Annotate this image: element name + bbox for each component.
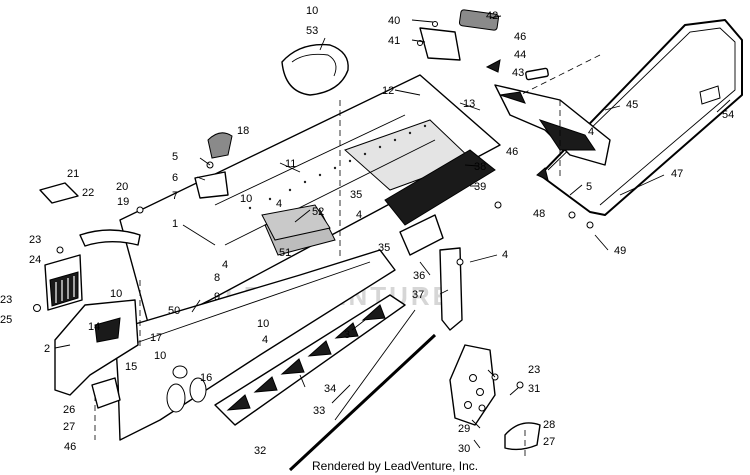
callout-label: 16	[200, 372, 212, 384]
arrow-marker	[536, 167, 549, 181]
callout-label: 20	[116, 181, 128, 193]
callout-label: 10	[306, 5, 318, 17]
callout-label: 23	[528, 364, 540, 376]
callout-label: 4	[356, 209, 362, 221]
front-bracket	[54, 299, 139, 396]
callout-label: 4	[588, 126, 594, 138]
callout-label: 47	[671, 168, 683, 180]
callout-label: 17	[150, 332, 162, 344]
callout-label: 5	[172, 151, 178, 163]
frame-rivets	[248, 124, 427, 210]
callout-label: 45	[626, 99, 638, 111]
callout-label: 4	[276, 198, 282, 210]
callout-label: 13	[463, 98, 475, 110]
rack-bracket	[419, 9, 500, 61]
fasteners	[33, 21, 594, 389]
callout-label: 52	[312, 206, 324, 218]
callout-label: 10	[257, 318, 269, 330]
callout-label: 29	[458, 423, 470, 435]
callout-label: 23	[0, 294, 12, 306]
lower-bars	[288, 309, 437, 472]
callout-label: 14	[88, 321, 100, 333]
callout-label: 54	[722, 109, 734, 121]
callout-label: 9	[214, 291, 220, 303]
callout-label: 23	[29, 234, 41, 246]
callout-label: 42	[486, 10, 498, 22]
callout-label: 44	[514, 49, 526, 61]
callout-label: 40	[388, 15, 400, 27]
callout-label: 7	[172, 190, 178, 202]
callout-label: 15	[125, 361, 137, 373]
callout-label: 53	[306, 25, 318, 37]
callout-label: 41	[388, 35, 400, 47]
callout-label: 12	[382, 85, 394, 97]
callout-label: 11	[285, 158, 296, 170]
callout-label: 48	[533, 208, 545, 220]
foot-plate	[449, 344, 496, 426]
traction-pad	[261, 204, 331, 241]
callout-label: 1	[172, 218, 178, 230]
callout-label: 5	[586, 181, 592, 193]
callout-label: 34	[324, 383, 336, 395]
phantom-lines	[94, 54, 601, 460]
storage-box	[44, 254, 83, 311]
mud-flap	[439, 247, 463, 331]
callout-label: 43	[512, 67, 524, 79]
hitch-block	[91, 377, 121, 409]
leader-lines	[54, 15, 731, 449]
grab-handle	[79, 229, 141, 247]
callout-label: 46	[506, 146, 518, 158]
callout-label: 27	[543, 436, 555, 448]
callout-label: 30	[458, 443, 470, 455]
callout-label: 4	[262, 334, 268, 346]
seat-pad	[281, 43, 349, 96]
callout-label: 27	[63, 421, 75, 433]
gusset	[194, 171, 229, 199]
footer-credit: Rendered by LeadVenture, Inc.	[312, 459, 478, 473]
callout-label: 4	[502, 249, 508, 261]
callout-label: 31	[528, 383, 540, 395]
callout-label: 25	[0, 314, 12, 326]
callout-label: 6	[172, 172, 178, 184]
callout-label: 3	[344, 329, 350, 341]
rear-flap	[494, 67, 611, 166]
callout-label: 38	[474, 161, 486, 173]
callout-label: 19	[117, 196, 129, 208]
clip-bracket	[207, 132, 233, 159]
callout-label: 50	[168, 305, 180, 317]
storage-cover	[39, 182, 79, 204]
running-board-cutouts	[226, 304, 386, 411]
callout-label: 26	[63, 404, 75, 416]
callout-labels: 1 2 3 4 4 4 4 4 4 5 5 6 7 8 9 10 10 10 1…	[0, 5, 734, 457]
arrow-marker	[485, 59, 501, 73]
callout-label: 22	[82, 187, 94, 199]
callout-label: 10	[154, 350, 166, 362]
callout-label: 32	[254, 445, 266, 457]
callout-label: 49	[614, 245, 626, 257]
callout-label: 24	[29, 254, 41, 266]
rear-bumper	[539, 19, 743, 216]
callout-label: 10	[240, 193, 252, 205]
running-board	[214, 294, 406, 426]
callout-label: 21	[67, 168, 79, 180]
callout-label: 35	[378, 242, 390, 254]
step-plate	[399, 214, 444, 256]
callout-label: 8	[214, 272, 220, 284]
callout-label: 10	[110, 288, 122, 300]
callout-label: 46	[514, 31, 526, 43]
side-panel	[114, 249, 396, 441]
callout-label: 37	[412, 289, 424, 301]
callout-label: 36	[413, 270, 425, 282]
callout-label: 46	[64, 441, 76, 453]
callout-label: 51	[279, 247, 291, 259]
callout-label: 35	[350, 189, 362, 201]
callout-label: 4	[222, 259, 228, 271]
tail-pad	[504, 422, 541, 451]
callout-label: 18	[237, 125, 249, 137]
callout-label: 2	[44, 343, 50, 355]
callout-label: 33	[313, 405, 325, 417]
callout-label: 39	[474, 181, 486, 193]
callout-label: 28	[543, 419, 555, 431]
